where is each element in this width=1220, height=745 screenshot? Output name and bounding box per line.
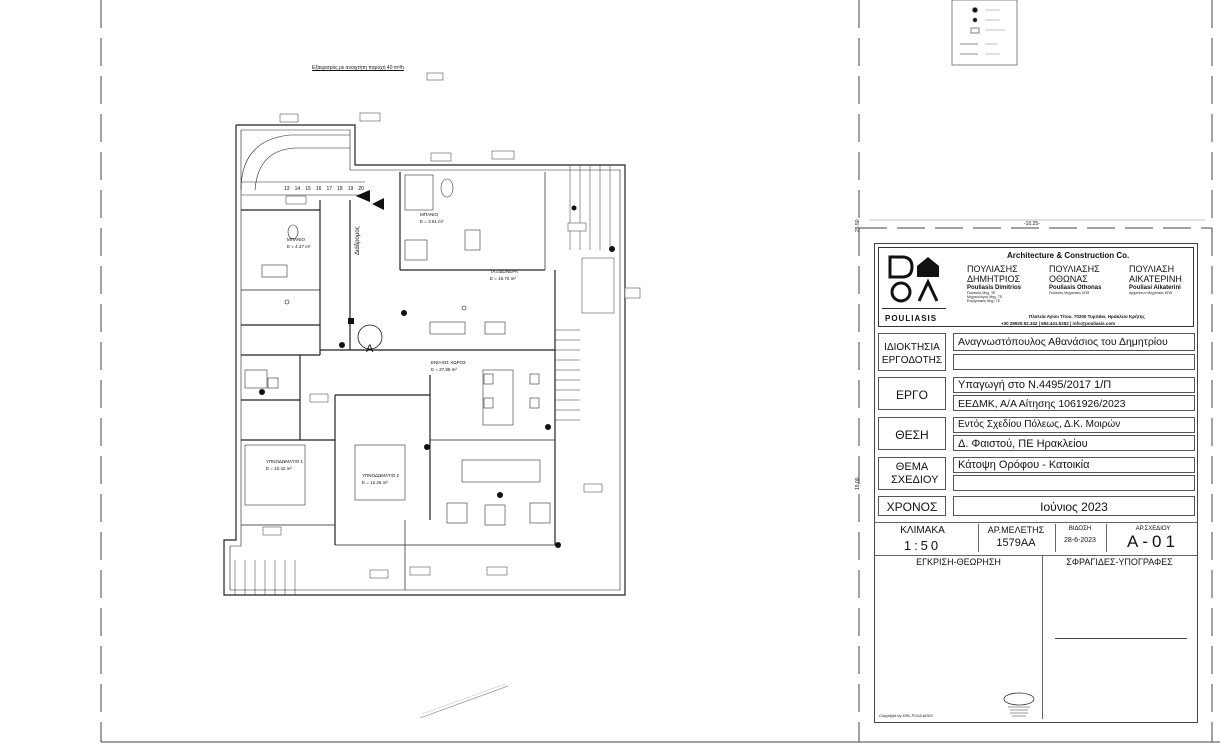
- project-line2: ΕΕΔΜΚ, Α/Α Αίτησης 1061926/2023: [958, 398, 1126, 410]
- scale-label: ΚΛΙΜΑΚΑ: [900, 525, 945, 536]
- drawing-label: ΑΡ.ΣΧΕΔΙΟΥ: [1135, 526, 1171, 532]
- plan-symbols: [259, 190, 615, 548]
- room-label-bath-1: ΜΠΑΝΙΟ E = 3.51 m²: [420, 212, 444, 224]
- scale-block: ΚΛΙΜΑΚΑ 1:50: [885, 525, 960, 553]
- dimension-left-b: 15.00: [855, 477, 861, 490]
- project-line1-box: Υπαγωγή στο Ν.4495/2017 1/Π: [953, 377, 1195, 393]
- time-label: ΧΡΟΝΟΣ: [886, 500, 938, 514]
- subject-label: ΘΕΜΑ ΣΧΕΔΙΟΥ: [891, 461, 939, 486]
- ventilation-note: Εξαερισμός με ανοιχτήτη παροχή 40 m³/h: [312, 65, 404, 71]
- stair-number: 17: [326, 186, 333, 192]
- stamps-label: ΣΦΡΑΓΙΔΕΣ-ΥΠΟΓΡΑΦΕΣ: [1066, 557, 1173, 567]
- room-label-bedroom-2: ΥΠΝΟΔΩΜΑΤΙΟ 2 E = 12.26 m²: [362, 473, 399, 485]
- room-label-bath-2: ΜΠΑΝΙΟ E = 4.47 m²: [287, 237, 311, 249]
- subject-value-box: Κάτοψη Ορόφου - Κατοικία: [953, 457, 1195, 473]
- signature-line: [1055, 638, 1187, 639]
- project-line1: Υπαγωγή στο Ν.4495/2017 1/Π: [958, 379, 1112, 391]
- legend-box: [951, 0, 1018, 66]
- stair-number: 14: [294, 186, 301, 192]
- subject-value: Κάτοψη Ορόφου - Κατοικία: [958, 459, 1090, 471]
- time-value-box: Ιούνιος 2023: [953, 496, 1195, 516]
- partner-3: ΠΟΥΛΙΑΣΗ ΑΙΚΑΤΕΡΙΝΗ Pouliasi Aikaterini …: [1129, 264, 1182, 295]
- time-label-box: ΧΡΟΝΟΣ: [878, 496, 946, 516]
- furniture: [244, 174, 551, 526]
- company-logo: [887, 254, 942, 304]
- window-tags: [262, 72, 641, 579]
- stair-number: 16: [315, 186, 322, 192]
- study-block: ΑΡ.ΜΕΛΕΤΗΣ 1579ΑΑ: [981, 525, 1051, 549]
- title-block: POULIASIS Architecture & Construction Co…: [874, 243, 1198, 723]
- room-label-bedroom-1: ΥΠΝΟΔΩΜΑΤΙΟ 1 E = 10.42 m²: [266, 459, 303, 471]
- time-value: Ιούνιος 2023: [1040, 500, 1108, 514]
- scale-value: 1:50: [903, 538, 942, 553]
- drawing-value: A-01: [1127, 532, 1179, 551]
- study-label: ΑΡ.ΜΕΛΕΤΗΣ: [987, 525, 1045, 535]
- company-contact: +30 28920.52.342 | 694.441.5252 | info@p…: [1001, 321, 1116, 326]
- company-address: Πλατεία Αγίου Τίτου, 70200 Τυμπάκι, Ηράκ…: [1029, 314, 1145, 319]
- issue-label: ΒΙΔΟΣΗ: [1068, 526, 1092, 532]
- study-value: 1579ΑΑ: [996, 537, 1036, 549]
- section-mark-label: A: [366, 343, 374, 355]
- room-label-living: ΕΝΙΑΙΟΣ ΧΩΡΟΣ E = 37.85 m²: [431, 360, 466, 372]
- stair-number: 15: [305, 186, 311, 192]
- project-label-box: ΕΡΓΟ: [878, 377, 946, 410]
- exterior-stairs: [234, 165, 615, 595]
- owner-value: Αναγνωστόπουλος Αθανάσιος του Δημητρίου: [958, 336, 1168, 348]
- drawing-block: ΑΡ.ΣΧΕΔΙΟΥ A-01: [1111, 526, 1195, 551]
- owner-label: ΙΔΙΟΚΤΗΣΙΑ ΕΡΓΟΔΟΤΗΣ: [881, 342, 943, 366]
- dimension-top: -10.25-: [1024, 221, 1040, 227]
- approval-label: ΕΓΚΡΙΣΗ-ΘΕΩΡΗΣΗ: [916, 557, 1001, 567]
- location-line2: Δ. Φαιστού, ΠΕ Ηρακλείου: [958, 438, 1088, 450]
- room-label-kitchen: ΤΑΞΙΔΟΝΕΡΑ E = 16.70 m²: [490, 269, 518, 281]
- location-line1: Εντός Σχεδίου Πόλεως, Δ.Κ. Μοιρών: [958, 419, 1121, 430]
- stair-number: 19: [347, 186, 354, 192]
- subject-value-box-2: [953, 475, 1195, 491]
- section-mark: [340, 324, 400, 351]
- project-line2-box: ΕΕΔΜΚ, Α/Α Αίτησης 1061926/2023: [953, 395, 1195, 411]
- owner-value-box-2: [953, 354, 1195, 370]
- logo-text: POULIASIS: [885, 314, 938, 323]
- location-line1-box: Εντός Σχεδίου Πόλεως, Δ.Κ. Μοιρών: [953, 417, 1195, 433]
- logo-mark-icon: [888, 255, 939, 303]
- plan-walls: [223, 124, 626, 596]
- section-cut-line: [419, 685, 509, 719]
- stair-numbers: 13 14 15 16 17 18 19 20: [284, 186, 364, 194]
- stair-number: 20: [358, 186, 364, 192]
- partner-2: ΠΟΥΛΙΑΣΗΣ ΟΘΩΝΑΣ Pouliasis Othonas Πολιτ…: [1049, 264, 1102, 295]
- sheet-frame: [100, 0, 1220, 743]
- issue-value: 28-6-2023: [1064, 537, 1096, 544]
- stair-number: 18: [337, 186, 343, 192]
- stair-number: 13: [284, 186, 290, 192]
- partner-1: ΠΟΥΛΙΑΣΗΣ ΔΗΜΗΤΡΙΟΣ Pouliasis Dimitrios …: [967, 264, 1022, 304]
- company-header: POULIASIS Architecture & Construction Co…: [878, 247, 1194, 327]
- copyright-text: Copyright by DRL.POULIASIS: [879, 713, 933, 718]
- corridor-label: Διάδρομος: [355, 226, 361, 255]
- location-line2-box: Δ. Φαιστού, ΠΕ Ηρακλείου: [953, 435, 1195, 451]
- owner-value-box: Αναγνωστόπουλος Αθανάσιος του Δημητρίου: [953, 333, 1195, 351]
- issue-block: ΒΙΔΟΣΗ 28-6-2023: [1056, 526, 1104, 544]
- subject-label-box: ΘΕΜΑ ΣΧΕΔΙΟΥ: [878, 457, 946, 490]
- location-label-box: ΘΕΣΗ: [878, 417, 946, 450]
- dimension-left-a: 29.50: [855, 219, 861, 232]
- owner-label-box: ΙΔΙΟΚΤΗΣΙΑ ΕΡΓΟΔΟΤΗΣ: [878, 333, 946, 371]
- certification-seal-icon: [1003, 692, 1035, 717]
- company-name: Architecture & Construction Co.: [1007, 251, 1130, 260]
- project-label: ΕΡΓΟ: [896, 388, 928, 402]
- location-label: ΘΕΣΗ: [895, 428, 929, 442]
